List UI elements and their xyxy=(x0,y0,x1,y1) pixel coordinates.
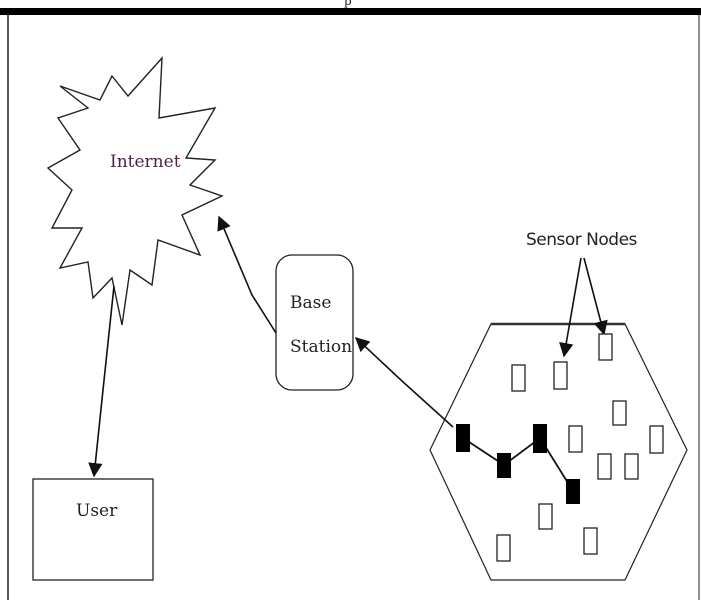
internet-cloud-shape xyxy=(46,56,224,326)
active-sensor-node xyxy=(497,453,511,478)
sensor-nodes-pointer-2 xyxy=(583,257,608,336)
base-station-box xyxy=(275,254,354,391)
base-station-label-line1: Base xyxy=(290,293,331,313)
sensor-nodes-label: Sensor Nodes xyxy=(526,230,638,250)
active-sensor-node xyxy=(456,424,470,452)
user-label: User xyxy=(76,501,118,521)
multi-hop-route xyxy=(462,436,574,492)
top-border-bar xyxy=(0,8,701,15)
arrow-base-station-to-internet xyxy=(217,215,277,334)
cropped-title-fragment: p xyxy=(344,0,352,8)
sensor-nodes-pointer-1 xyxy=(559,257,582,358)
active-sensor-node xyxy=(533,424,547,453)
idle-sensor-node xyxy=(597,453,612,480)
idle-sensor-node xyxy=(612,400,627,426)
idle-sensor-node xyxy=(568,425,583,453)
internet-label: Internet xyxy=(110,152,181,172)
user-box xyxy=(32,478,154,581)
idle-sensor-node xyxy=(538,503,553,530)
arrow-sensor-field-to-base-station xyxy=(354,337,454,428)
idle-sensor-node xyxy=(583,527,598,555)
idle-sensor-node xyxy=(649,425,664,454)
idle-sensor-node xyxy=(598,333,613,361)
arrow-internet-to-user xyxy=(88,285,115,478)
idle-sensor-node xyxy=(624,453,639,480)
idle-sensor-node xyxy=(496,534,511,562)
base-station-label-line2: Station xyxy=(290,337,352,357)
idle-sensor-node xyxy=(511,364,526,392)
active-sensor-node xyxy=(566,479,580,504)
idle-sensor-node xyxy=(553,361,568,390)
